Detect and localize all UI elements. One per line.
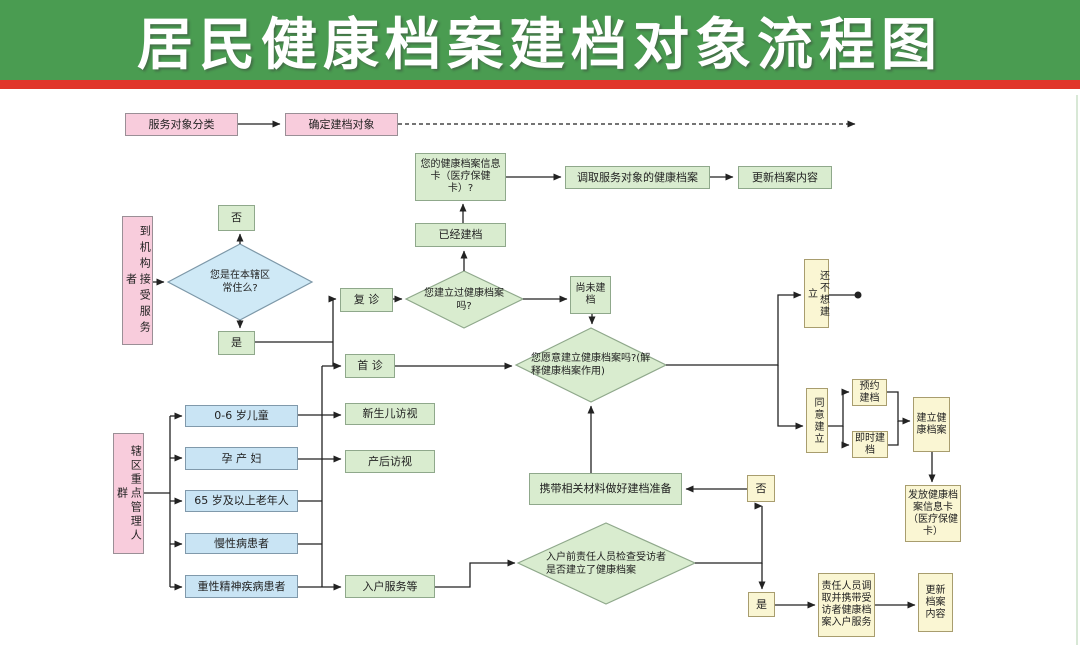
node-children: 0-6 岁儿童	[185, 405, 298, 427]
node-chronic: 慢性病患者	[185, 533, 298, 554]
node-yes-bottom: 是	[748, 592, 775, 617]
node-update-content-bottom: 更新档案内容	[918, 573, 953, 632]
node-instant-filing: 即时建档	[852, 431, 888, 458]
decision-built-label: 您建立过健康档案吗?	[424, 288, 504, 312]
decision-resident-shape	[166, 243, 314, 321]
node-yes-top: 是	[218, 331, 255, 355]
node-return-visit: 复 诊	[340, 288, 393, 312]
node-update-content-top: 更新档案内容	[738, 166, 832, 189]
decision-resident-label: 您是在本辖区常住么?	[210, 270, 270, 294]
node-not-yet-filed: 尚未建档	[570, 276, 611, 314]
node-org-service-receiver: 到机构接受服务者	[122, 216, 153, 345]
node-determine-target: 确定建档对象	[285, 113, 398, 136]
page-header: 居民健康档案建档对象流程图	[0, 0, 1080, 80]
page-title: 居民健康档案建档对象流程图	[137, 12, 943, 78]
node-issue-card: 发放健康档案信息卡（医疗保健卡）	[905, 485, 961, 542]
node-home-service: 入户服务等	[345, 575, 435, 598]
node-service-classification: 服务对象分类	[125, 113, 238, 136]
node-mental: 重性精神疾病患者	[185, 575, 298, 598]
decision-willing-label: 您愿意建立健康档案吗?(解释健康档案作用)	[531, 353, 651, 377]
node-create-archive: 建立健康档案	[913, 397, 950, 452]
connectors	[143, 120, 936, 609]
header-stripe	[0, 80, 1080, 89]
decision-door-check-label: 入户前责任人员检查受访者是否建立了健康档案	[546, 552, 666, 576]
node-agree-build: 同意建立	[806, 388, 828, 453]
node-retrieve-archive: 调取服务对象的健康档案	[565, 166, 710, 189]
node-key-population: 辖区重点管理人群	[113, 433, 144, 554]
node-pregnant: 孕 产 妇	[185, 447, 298, 470]
node-not-want-build: 还不想建立	[804, 259, 829, 328]
node-elderly: 65 岁及以上老年人	[185, 490, 298, 512]
node-newborn-visit: 新生儿访视	[345, 403, 435, 425]
node-appointment-filing: 预约建档	[852, 379, 887, 406]
node-prepare-materials: 携带相关材料做好建档准备	[529, 473, 682, 505]
decision-shapes	[166, 243, 697, 605]
node-your-card: 您的健康档案信息卡（医疗保健卡）?	[415, 153, 506, 201]
node-no-bottom: 否	[747, 475, 775, 502]
node-postpartum-visit: 产后访视	[345, 450, 435, 473]
right-edge-artifact	[1076, 95, 1078, 645]
node-staff-retrieve: 责任人员调取并携带受访者健康档案入户服务	[818, 573, 875, 637]
node-already-filed: 已经建档	[415, 223, 506, 247]
node-no-top: 否	[218, 205, 255, 231]
node-first-visit: 首 诊	[345, 354, 395, 378]
